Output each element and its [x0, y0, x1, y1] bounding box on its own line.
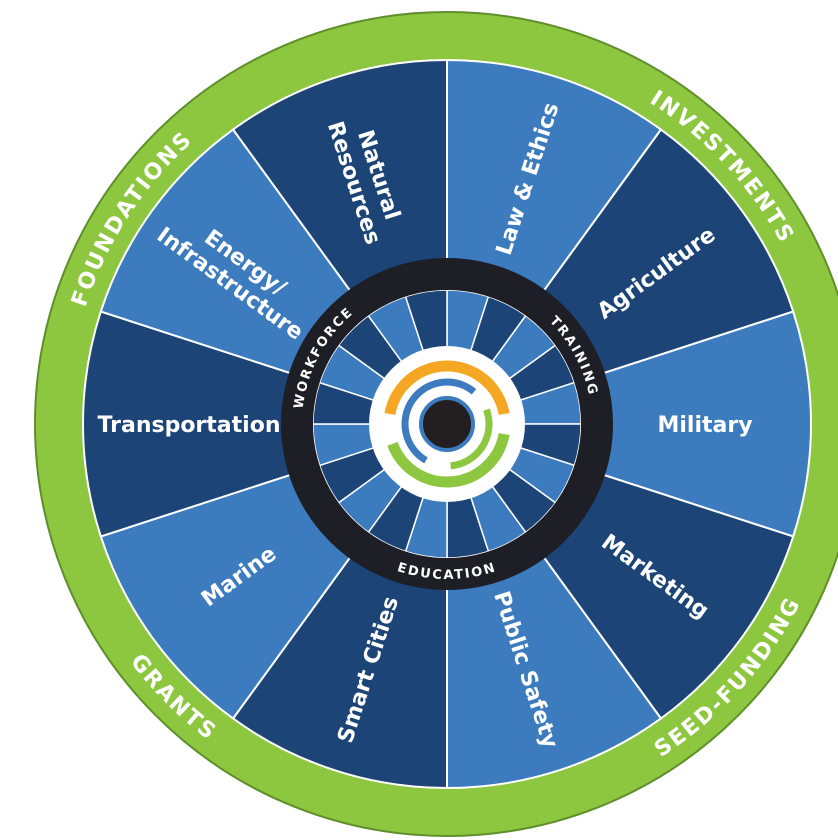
center-logo [369, 346, 525, 502]
logo-orange-arc [384, 360, 510, 416]
sector-label: Transportation [98, 413, 281, 438]
sector-segment [443, 310, 812, 538]
logo-green-arc [387, 432, 510, 488]
logo-green-inner-arc [450, 408, 493, 470]
logo-blue-arc [401, 378, 477, 464]
sector-label: Military [657, 413, 752, 438]
inner-workforce-ring [281, 258, 613, 590]
sector-segment [82, 310, 451, 538]
logo-core [419, 396, 475, 452]
